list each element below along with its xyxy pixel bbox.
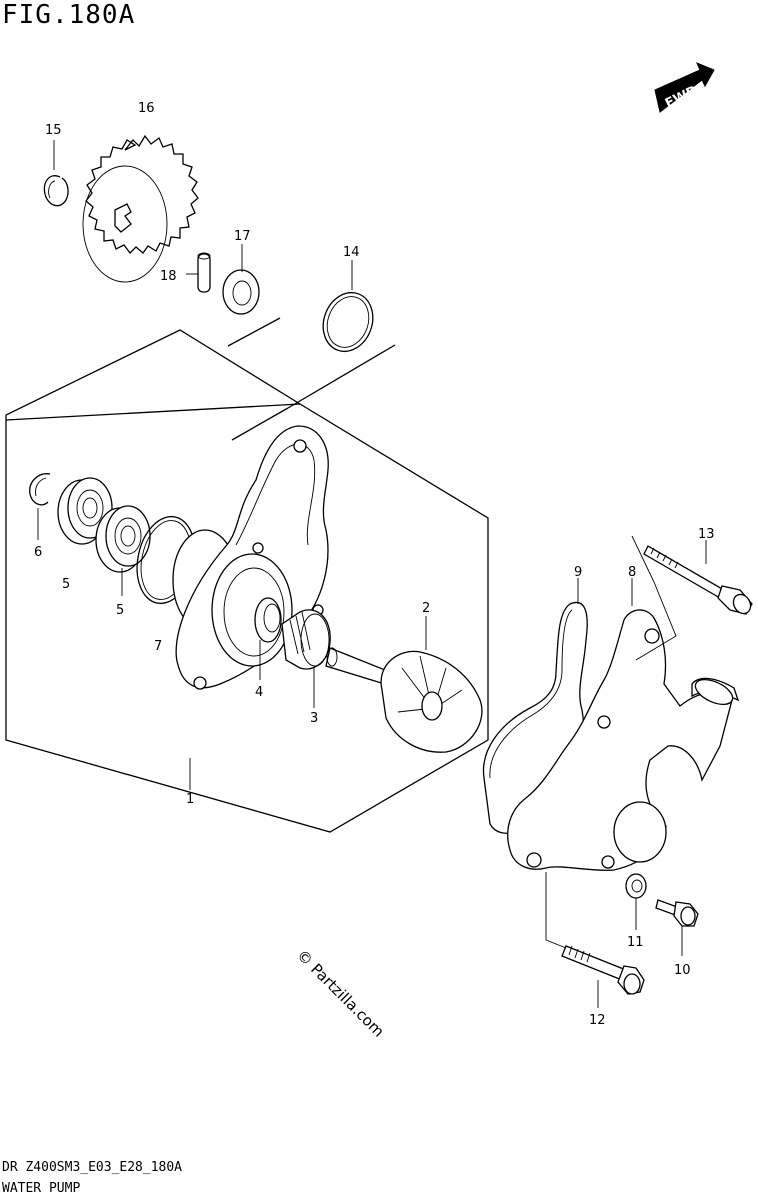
part-8-pump-cover	[507, 578, 740, 871]
part-12-bolt	[545, 872, 645, 1008]
part-17-washer	[222, 244, 260, 315]
callout-14: 14	[343, 245, 360, 260]
part-11-washer	[625, 873, 647, 930]
callout-17: 17	[234, 229, 251, 244]
part-5-bearing-inner	[95, 505, 151, 596]
callout-5a: 5	[62, 577, 70, 592]
figure-title: FIG.180A	[2, 0, 136, 30]
part-3-mechanical-seal	[281, 609, 331, 708]
callout-11: 11	[627, 935, 644, 950]
part-13-bolt	[631, 535, 753, 661]
watermark-text: © Partzilla.com	[293, 946, 388, 1041]
part-10-bolt	[655, 899, 699, 956]
part-15-circlip	[43, 140, 69, 207]
part-14-oring	[322, 260, 374, 353]
callout-6: 6	[34, 545, 42, 560]
callout-2: 2	[422, 601, 430, 616]
part-6-circlip	[29, 473, 51, 540]
callout-4: 4	[255, 685, 263, 700]
callout-9: 9	[574, 565, 582, 580]
figure-name: WATER PUMP	[2, 1181, 81, 1196]
callout-15: 15	[45, 123, 62, 138]
part-2-impeller-shaft	[325, 616, 483, 753]
callout-7: 7	[154, 639, 162, 654]
part-18-pin	[186, 252, 211, 293]
callout-16: 16	[138, 101, 155, 116]
assembly-outline	[5, 317, 489, 833]
callout-3: 3	[310, 711, 318, 726]
callout-1: 1	[186, 792, 194, 807]
callout-10: 10	[674, 963, 691, 978]
callout-13: 13	[698, 527, 715, 542]
part-4-seal	[254, 597, 282, 680]
callout-5b: 5	[116, 603, 124, 618]
callout-8: 8	[628, 565, 636, 580]
callout-12: 12	[589, 1013, 606, 1028]
part-16-sprocket	[82, 134, 199, 283]
callout-18: 18	[160, 269, 177, 284]
fwd-arrow-icon: FWD	[654, 62, 715, 113]
figure-code: DR Z400SM3_E03_E28_180A	[2, 1160, 183, 1175]
